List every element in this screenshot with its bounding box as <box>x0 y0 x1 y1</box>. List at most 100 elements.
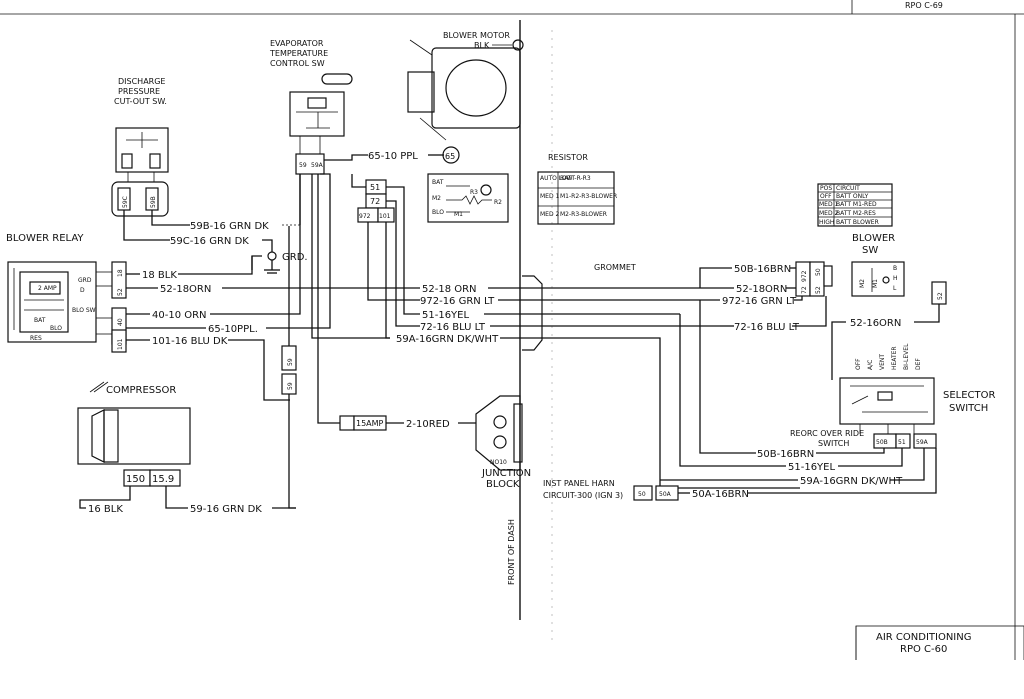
bsw-circuit-2: BATT M1-RED <box>836 201 877 208</box>
evap-sw-label-2: TEMPERATURE <box>269 49 328 58</box>
wire-59c-label: 59C-16 GRN DK <box>170 236 249 247</box>
mid-connector-101-label: 101 <box>379 213 391 220</box>
inst-panel-conn-50 <box>633 485 653 501</box>
wire-50b-bot-label: 50B-16BRN <box>757 449 814 460</box>
wire-72-mid-label: 72-16 BLU LT <box>420 322 486 333</box>
selector-connector-59a <box>913 433 937 449</box>
bsw-connector-52: 52 <box>815 286 822 294</box>
selector-switch-icon <box>839 377 935 434</box>
evap-sw-icon <box>289 73 353 154</box>
compressor-conn-150-label: 150 <box>126 474 145 485</box>
wire-101-b <box>228 339 290 401</box>
resistor-int-bat: BAT <box>432 179 444 186</box>
discharge-sw-label-2: PRESSURE <box>118 87 160 96</box>
wire-50b-bot-a <box>699 300 756 454</box>
blower-sw-icon <box>851 261 905 297</box>
wire-52-far-label: 52-16ORN <box>850 318 901 329</box>
evap-connector-59a: 59A <box>311 162 324 169</box>
wire-972-r-label: 972-16 GRN LT <box>722 296 797 307</box>
bottom-margin <box>0 660 1024 699</box>
wire-59c-left <box>123 210 170 241</box>
resistor-int-m2: M2 <box>432 195 441 202</box>
compressor-icon <box>77 381 191 465</box>
wire-52-r-label: 52-18ORN <box>736 284 787 295</box>
selector-connector-51 <box>895 433 911 449</box>
blower-motor-wire-label: BLK <box>474 41 490 50</box>
resistor-circuit-1: BATT-R-R3 <box>560 175 591 182</box>
wire-16blk-a <box>79 486 131 509</box>
selector-connector-51-label: 51 <box>898 439 906 446</box>
selector-connector-59a-label: 59A <box>916 439 929 446</box>
footer-line-2: RPO C-60 <box>900 644 947 655</box>
wire-59-bot-label: 59-16 GRN DK <box>190 504 262 515</box>
resistor-label: RESISTOR <box>548 153 588 162</box>
junction-block-icon <box>475 395 523 471</box>
ground-wire <box>251 255 262 270</box>
bsw-pos-4: HIGH <box>819 219 834 226</box>
wire-65-top-label: 65-10 PPL <box>368 151 418 162</box>
bsw-circuit-3: BATT M2-RES <box>836 210 876 217</box>
evap-sw-label-1: EVAPORATOR <box>270 39 324 48</box>
relay-connector-c <box>111 329 127 353</box>
wire-50a-b <box>748 448 937 494</box>
wire-59a-bot-label: 59A-16GRN DK/WHT <box>800 476 903 487</box>
selector-pos-heater: HEATER <box>891 346 898 370</box>
wire-59b-label: 59B-16 GRN DK <box>190 221 269 232</box>
wire-59c-right <box>262 239 273 252</box>
wire-210-label: 2-10RED <box>406 419 450 430</box>
inst-panel-label-2: CIRCUIT-300 (IGN 3) <box>543 491 623 500</box>
compressor-label: COMPRESSOR <box>106 385 176 396</box>
wire-59a-mid-label: 59A-16GRN DK/WHT <box>396 334 499 345</box>
junction-label-1: JUNCTION <box>481 468 531 479</box>
wire-59a-cross <box>500 337 800 489</box>
selector-connector-50b-label: 50B <box>876 439 888 446</box>
wire-51-mid <box>386 186 420 315</box>
bsw-connector-972: 972 <box>801 270 808 282</box>
ground-icon <box>264 251 280 274</box>
resistor-int-blo: BLO <box>432 209 444 216</box>
selector-pos-def: DEF <box>915 358 922 370</box>
compressor-conn-159 <box>149 469 181 487</box>
bsw-circuit-1: BATT ONLY <box>836 193 869 200</box>
selector-pos-bilevel: BI-LEVEL <box>903 343 910 370</box>
blower-motor-icon <box>407 39 521 141</box>
relay-connector-a-52: 52 <box>117 288 124 296</box>
wire-101-mid <box>385 222 390 339</box>
wire-52-far-b <box>831 321 846 380</box>
mid-connector-72-label: 72 <box>370 197 380 206</box>
resistor-pos-3: MED 2 <box>540 211 559 218</box>
relay-fuse-label: 2 AMP <box>38 285 57 292</box>
bsw-pos-3: MED 2 <box>819 210 838 217</box>
inst-panel-label-1: INST PANEL HARN <box>543 479 615 488</box>
wire-51-bot-a <box>679 314 786 467</box>
blower-motor-label: BLOWER MOTOR <box>443 31 510 40</box>
blower-relay-icon <box>7 261 112 343</box>
evap-connector <box>295 153 325 175</box>
front-of-dash-label: FRONT OF DASH <box>507 519 516 585</box>
wire-101-label: 101-16 BLU DK <box>152 336 228 347</box>
blower-sw-table <box>817 183 893 227</box>
wire-65-top <box>324 154 368 161</box>
wire-972-r-b <box>794 296 803 301</box>
footer-line-1: AIR CONDITIONING <box>876 632 972 643</box>
resistor-int-r3: R3 <box>470 189 478 196</box>
wire-50b-top-label: 50B-16BRN <box>734 264 791 275</box>
wire-65-left-label: 65-10PPL. <box>208 324 258 335</box>
wire-51-bot-label: 51-16YEL <box>788 462 835 473</box>
discharge-sw-label-3: CUT-OUT SW. <box>114 97 167 106</box>
wire-51-up <box>351 174 366 188</box>
relay-term-res: RES <box>30 335 42 342</box>
wire-72-mid <box>386 200 420 327</box>
mid-connector-51-label: 51 <box>370 183 380 192</box>
discharge-sw-icon <box>115 127 169 182</box>
discharge-connector-59b-label: 59B <box>150 196 157 208</box>
relay-term-bat: BAT <box>34 317 46 324</box>
bsw-int-m2: M2 <box>859 279 866 288</box>
wire-59-bot-a <box>165 486 188 509</box>
inst-panel-conn-50-label: 50 <box>638 491 646 498</box>
bsw-int-b: B <box>893 265 897 272</box>
wire-59a-evap <box>311 174 390 339</box>
discharge-connector-housing <box>111 181 169 217</box>
wire-51-bot-b <box>838 448 903 467</box>
